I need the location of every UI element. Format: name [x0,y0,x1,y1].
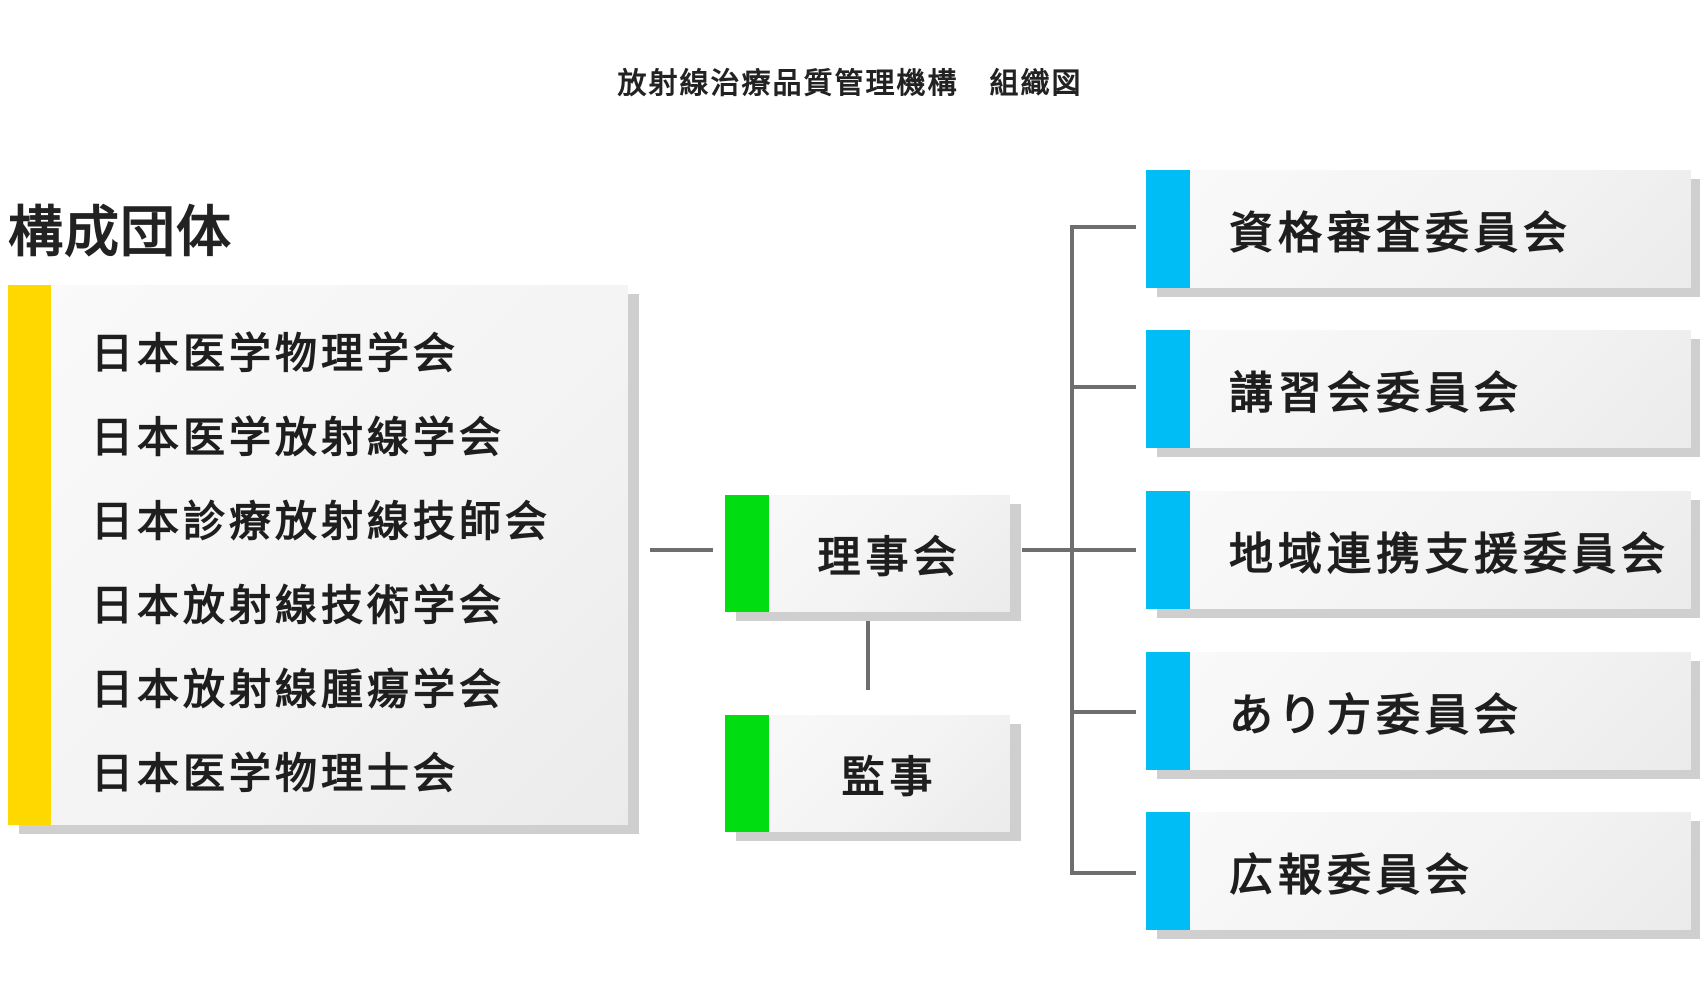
board-card: 理事会 [725,495,1010,612]
page-title: 放射線治療品質管理機構 組織図 [617,66,1083,100]
board-label: 理事会 [817,532,962,583]
member-item: 日本放射線技術学会 [91,581,506,630]
committee-label: あり方委員会 [1229,690,1523,741]
auditor-accent-bar [725,715,769,832]
committee-card-vision: あり方委員会 [1146,652,1691,770]
committee-accent-bar [1146,491,1190,609]
committee-card-pr: 広報委員会 [1146,812,1691,930]
members-accent-bar [8,285,51,825]
board-accent-bar [725,495,769,612]
member-item: 日本放射線腫瘍学会 [91,665,506,714]
committee-label: 地域連携支援委員会 [1229,529,1670,580]
committee-label: 資格審査委員会 [1229,208,1572,259]
committee-card-training: 講習会委員会 [1146,330,1691,448]
members-card: 日本医学物理学会 日本医学放射線学会 日本診療放射線技師会 日本放射線技術学会 … [8,285,628,825]
member-item: 日本診療放射線技師会 [91,497,552,546]
committee-label: 広報委員会 [1229,850,1474,901]
committee-card-regional: 地域連携支援委員会 [1146,491,1691,609]
member-item: 日本医学物理士会 [91,749,460,798]
committee-card-qualification: 資格審査委員会 [1146,170,1691,288]
auditor-label: 監事 [841,752,938,803]
member-item: 日本医学放射線学会 [91,413,506,462]
committee-label: 講習会委員会 [1229,368,1523,419]
member-item: 日本医学物理学会 [91,329,460,378]
members-list: 日本医学物理学会 日本医学放射線学会 日本診療放射線技師会 日本放射線技術学会 … [91,312,551,816]
members-heading: 構成団体 [8,200,233,264]
auditor-card: 監事 [725,715,1010,832]
committee-accent-bar [1146,330,1190,448]
committee-accent-bar [1146,170,1190,288]
committee-accent-bar [1146,652,1190,770]
committee-accent-bar [1146,812,1190,930]
